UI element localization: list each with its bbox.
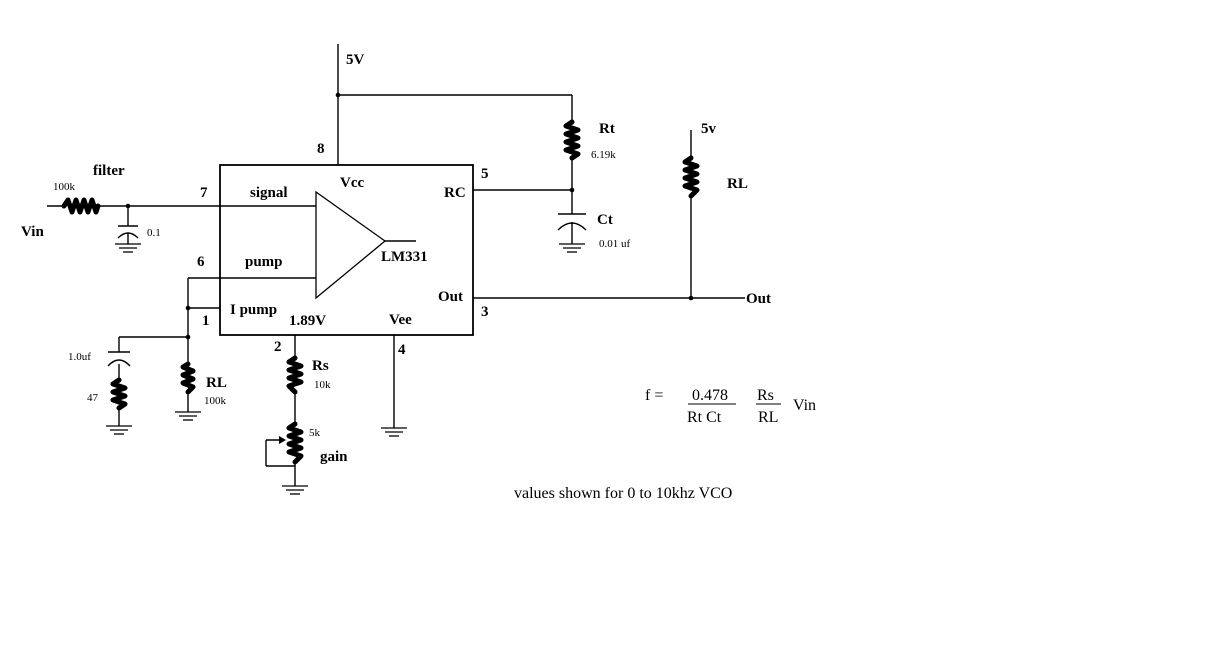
label-ct-value: 0.01 uf (599, 238, 631, 250)
capacitor-filter (117, 225, 139, 244)
resistor-filter (61, 197, 101, 215)
comparator-symbol (315, 190, 387, 300)
label-pin4: 4 (398, 342, 406, 358)
label-pin8: 8 (317, 141, 325, 157)
resistor-rt (563, 119, 581, 161)
label-rl-left: RL (206, 375, 227, 391)
label-rt: Rt (599, 121, 615, 137)
label-rl-left-value: 100k (204, 395, 227, 407)
formula-den2: RL (758, 409, 778, 426)
formula-num1: 0.478 (692, 387, 728, 404)
label-rs: Rs (312, 358, 329, 374)
label-pot-value: 5k (309, 427, 321, 439)
label-ct: Ct (597, 212, 613, 228)
resistor-rl-left (180, 361, 196, 395)
label-1uf: 1.0uf (68, 351, 91, 363)
label-rs-value: 10k (314, 379, 331, 391)
label-47: 47 (87, 392, 99, 404)
label-100k-filter: 100k (53, 181, 76, 193)
label-lm331: LM331 (381, 249, 428, 265)
label-pin5: 5 (481, 166, 489, 182)
formula-tail: Vin (793, 397, 816, 414)
junctions (125, 92, 694, 340)
label-0-1: 0.1 (147, 227, 161, 239)
label-pin2: 2 (274, 339, 282, 355)
wires (47, 44, 745, 486)
resistor-47 (110, 377, 128, 411)
potentiometer-gain (286, 421, 304, 465)
capacitor-1uf (107, 351, 131, 367)
labels: 5V 8 7 6 1 2 4 5 3 Vcc signal pump I pum… (21, 52, 771, 465)
capacitor-ct (557, 213, 587, 244)
formula-num2: Rs (757, 387, 774, 404)
label-vee: Vee (389, 312, 412, 328)
frequency-formula: f = 0.478 Rt Ct Rs RL Vin (645, 387, 816, 426)
label-vcc: Vcc (340, 175, 364, 191)
label-signal: signal (250, 185, 288, 201)
label-pin3: 3 (481, 304, 489, 320)
resistor-rl-right (682, 155, 700, 199)
label-pin6: 6 (197, 254, 205, 270)
label-out-pin: Out (438, 289, 463, 305)
label-pin7: 7 (200, 185, 208, 201)
label-rc: RC (444, 185, 466, 201)
label-ipump: I pump (230, 302, 277, 318)
label-filter: filter (93, 163, 125, 179)
resistor-rs (286, 355, 304, 395)
label-out: Out (746, 291, 771, 307)
label-rt-value: 6.19k (591, 149, 616, 161)
pot-wiper-arrow (279, 436, 286, 444)
label-gain: gain (320, 449, 348, 465)
label-1-89v: 1.89V (289, 313, 326, 329)
note-text: values shown for 0 to 10khz VCO (514, 485, 732, 502)
formula-den1: Rt Ct (687, 409, 722, 426)
label-vin: Vin (21, 224, 44, 240)
lm331-ic-body (219, 164, 474, 336)
label-5v-top: 5V (346, 52, 365, 68)
ground-symbols (106, 243, 585, 495)
label-pump: pump (245, 254, 283, 270)
formula-lhs: f = (645, 387, 663, 404)
label-rl-right: RL (727, 176, 748, 192)
label-pin1: 1 (202, 313, 210, 329)
label-5v-right: 5v (701, 121, 717, 137)
